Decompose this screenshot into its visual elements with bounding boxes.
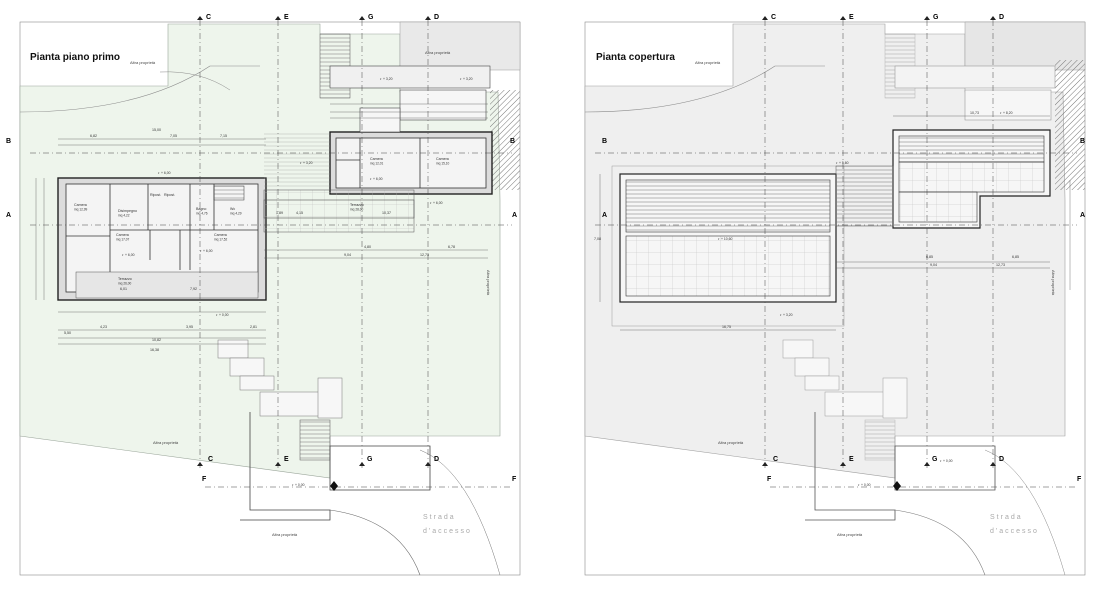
room-area: mq 26,00 bbox=[118, 282, 132, 286]
section-arrow-icon bbox=[425, 16, 431, 20]
section-arrow-icon bbox=[275, 462, 281, 466]
dimension-label: 6,78 bbox=[448, 245, 455, 249]
level-label: ◐ + 0,00 bbox=[292, 483, 305, 487]
dimension-label: 6,82 bbox=[90, 134, 97, 138]
room-area: mq 17,52 bbox=[214, 238, 228, 242]
section-arrow-icon bbox=[197, 462, 203, 466]
dimension-label: 12,73 bbox=[996, 263, 1005, 267]
dimension-label: 6,85 bbox=[1012, 255, 1019, 259]
dimension-label: 16,75 bbox=[722, 325, 731, 329]
dimension-label: 5,50 bbox=[64, 331, 71, 335]
right-hatched-wall bbox=[1055, 60, 1085, 190]
level-label: ◐ + 0,00 bbox=[940, 459, 953, 463]
level-label: ◐ + 0,00 bbox=[858, 483, 871, 487]
dimension-label: 10,37 bbox=[382, 211, 391, 215]
dimension-label: 10,82 bbox=[152, 338, 161, 342]
room-label: Terrazzo bbox=[118, 277, 132, 281]
room-label: Ripost. bbox=[164, 193, 175, 197]
section-arrow-icon bbox=[425, 462, 431, 466]
level-label: ◐ + 8,20 bbox=[1000, 111, 1013, 115]
level-label: ◐ + 6,00 bbox=[158, 171, 171, 175]
room-label: Camera bbox=[116, 233, 129, 237]
dimension-label: 16,38 bbox=[150, 348, 159, 352]
level-label: ◐ + 6,00 bbox=[430, 201, 443, 205]
section-arrow-icon bbox=[275, 16, 281, 20]
left-connecting-terrace bbox=[263, 189, 415, 233]
room-label: Bagno bbox=[196, 207, 206, 211]
section-arrow-icon bbox=[924, 462, 930, 466]
dimension-label: 9,04 bbox=[344, 253, 351, 257]
dimension-label: 4,15 bbox=[296, 211, 303, 215]
room-label: Terrazzo bbox=[350, 203, 364, 207]
section-arrow-icon bbox=[197, 16, 203, 20]
plan-right bbox=[584, 20, 1086, 576]
room-label: Camera bbox=[370, 157, 383, 161]
level-label: ◐ + 3,20 bbox=[460, 77, 473, 81]
level-label: ◐ + 3,20 bbox=[780, 313, 793, 317]
entrance-marker-icon bbox=[893, 481, 901, 491]
dimension-label: 6,01 bbox=[120, 287, 127, 291]
room-area: mq 12,99 bbox=[74, 208, 88, 212]
level-label: ◐ + 0,00 bbox=[216, 313, 229, 317]
dimension-label: 7,05 bbox=[170, 134, 177, 138]
dimension-label: 10,73 bbox=[970, 111, 979, 115]
room-label: Ripost. bbox=[150, 193, 161, 197]
dimension-label: 9,04 bbox=[930, 263, 937, 267]
room-area: mq 17,07 bbox=[116, 238, 130, 242]
level-label: ◐ + 3,20 bbox=[380, 77, 393, 81]
level-label: ◐ + 6,00 bbox=[200, 249, 213, 253]
dimension-label: 6,85 bbox=[926, 255, 933, 259]
level-label: ◐ + 9,60 bbox=[836, 161, 849, 165]
room-area: mq 4,76 bbox=[196, 212, 208, 216]
level-label: ◐ + 3,20 bbox=[300, 161, 313, 165]
section-arrow-icon bbox=[924, 16, 930, 20]
dimension-label: 4,23 bbox=[100, 325, 107, 329]
level-label: ◐ + 10,60 bbox=[718, 237, 733, 241]
section-arrow-icon bbox=[762, 462, 768, 466]
left-hatched-wall bbox=[490, 90, 520, 190]
room-area: mq 15,10 bbox=[436, 162, 450, 166]
section-arrow-icon bbox=[359, 16, 365, 20]
dimension-label: 7,92 bbox=[190, 287, 197, 291]
section-arrow-icon bbox=[840, 462, 846, 466]
plan-left bbox=[19, 20, 521, 576]
section-arrow-icon bbox=[990, 16, 996, 20]
dimension-label: 12,73 bbox=[420, 253, 429, 257]
section-arrow-icon bbox=[840, 16, 846, 20]
room-label: Camera bbox=[436, 157, 449, 161]
section-arrow-icon bbox=[359, 462, 365, 466]
dimension-label: 2,81 bbox=[250, 325, 257, 329]
dimension-label: 7,15 bbox=[220, 134, 227, 138]
room-label: Disimpegno bbox=[118, 209, 137, 213]
dimension-label: 4,80 bbox=[364, 245, 371, 249]
section-arrow-icon bbox=[762, 16, 768, 20]
left-terrace bbox=[75, 271, 259, 299]
dimension-label: 1,89 bbox=[276, 211, 283, 215]
level-label: ◐ + 6,00 bbox=[370, 177, 383, 181]
room-label: Wc bbox=[230, 207, 235, 211]
room-area: mq 4,22 bbox=[118, 214, 130, 218]
room-area: mq 28,00 bbox=[350, 208, 364, 212]
room-label: Camera bbox=[74, 203, 87, 207]
level-label: ◐ + 6,00 bbox=[122, 253, 135, 257]
entrance-marker-icon bbox=[330, 481, 338, 491]
room-area: mq 4,29 bbox=[230, 212, 242, 216]
section-arrow-icon bbox=[990, 462, 996, 466]
room-area: mq 12,01 bbox=[370, 162, 384, 166]
dimension-label: 3,95 bbox=[186, 325, 193, 329]
room-label: Camera bbox=[214, 233, 227, 237]
dimension-label: 15,00 bbox=[152, 128, 161, 132]
dimension-label: 7,08 bbox=[594, 237, 601, 241]
